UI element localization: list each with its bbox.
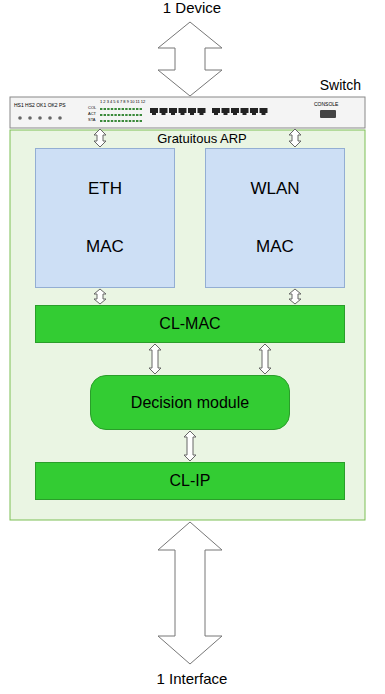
double-arrow bbox=[94, 289, 106, 304]
mac-box: ETH MAC bbox=[35, 148, 175, 288]
block-label: CL-IP bbox=[170, 472, 211, 490]
device-arrow bbox=[158, 22, 222, 96]
double-arrow bbox=[149, 344, 161, 374]
led-label: HS1 HS2 OK1 OK2 PS bbox=[14, 103, 66, 109]
double-arrow bbox=[184, 431, 196, 461]
endpoint-label: 1 Interface bbox=[157, 671, 228, 688]
device-name: Switch bbox=[320, 77, 361, 93]
host-panel bbox=[10, 130, 365, 520]
port-leds bbox=[100, 108, 142, 122]
block-label: ETH bbox=[88, 179, 122, 199]
switch-ports bbox=[150, 108, 268, 115]
switch-node: Switch bbox=[10, 97, 365, 128]
layer-bar: CL-IP bbox=[35, 462, 345, 500]
protocol-label: Gratuitous ARP bbox=[155, 132, 249, 146]
port-number: 1 2 3 4 5 6 7 8 9 10 11 12 bbox=[100, 100, 145, 104]
double-arrow bbox=[289, 129, 301, 147]
double-arrow bbox=[289, 289, 301, 304]
block-label: WLAN bbox=[250, 179, 299, 199]
double-arrow bbox=[94, 129, 106, 147]
block-label: Decision module bbox=[131, 394, 249, 412]
block-label: MAC bbox=[86, 237, 124, 257]
block-label: CL-MAC bbox=[159, 315, 220, 333]
console-label: CONSOLE bbox=[314, 102, 338, 108]
double-arrow bbox=[259, 344, 271, 374]
switch-leds bbox=[18, 116, 62, 120]
led-label: COL bbox=[88, 106, 96, 110]
switch-body bbox=[10, 97, 365, 128]
interface-arrow bbox=[158, 522, 222, 664]
decision-box: Decision module bbox=[90, 375, 290, 430]
console-port bbox=[320, 110, 336, 118]
layer-bar: CL-MAC bbox=[35, 305, 345, 343]
endpoint-label: 1 Device bbox=[163, 0, 221, 17]
block-label: MAC bbox=[256, 237, 294, 257]
led-label: STA bbox=[88, 118, 95, 122]
mac-box: WLAN MAC bbox=[205, 148, 345, 288]
led-label: ACT bbox=[88, 112, 96, 116]
